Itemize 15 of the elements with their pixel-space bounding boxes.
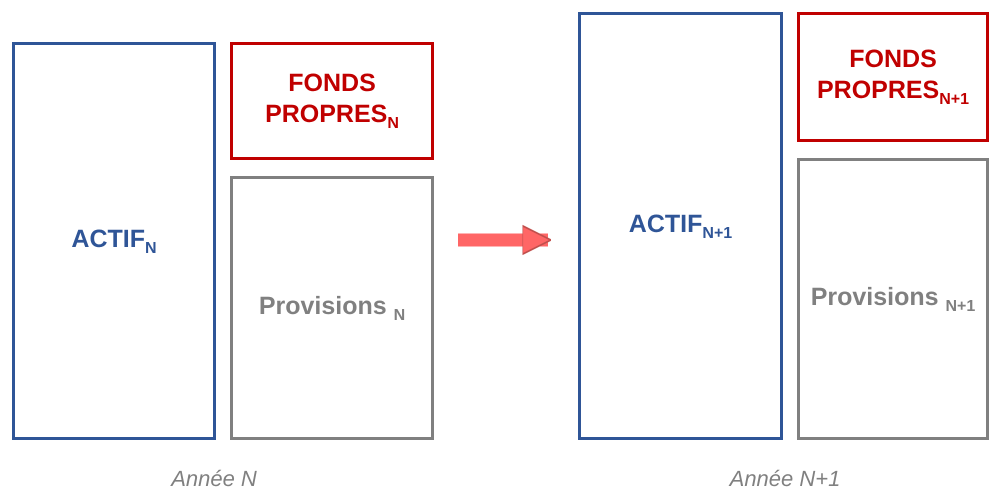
box-label: Provisions $_{N+1}$: [810, 282, 976, 316]
box-label: FONDS PROPRES$_{N+1}$: [816, 44, 970, 110]
box-label: FONDS PROPRES$_{N}$: [264, 68, 400, 134]
box-label: ACTIF$_{N+1}$: [628, 208, 732, 244]
box-label: ACTIF$_{N}$: [71, 224, 157, 258]
equity-box: [230, 42, 434, 160]
provisions-box: [230, 176, 434, 440]
asset-box: [578, 12, 783, 440]
equity-box: [797, 12, 989, 142]
year-caption: Année N: [171, 466, 257, 492]
provisions-box: [797, 158, 989, 440]
box-label: Provisions $_{N}$: [258, 290, 406, 326]
year-caption: Année N+1: [730, 466, 840, 492]
asset-box: [12, 42, 216, 440]
arrow: [458, 224, 552, 256]
